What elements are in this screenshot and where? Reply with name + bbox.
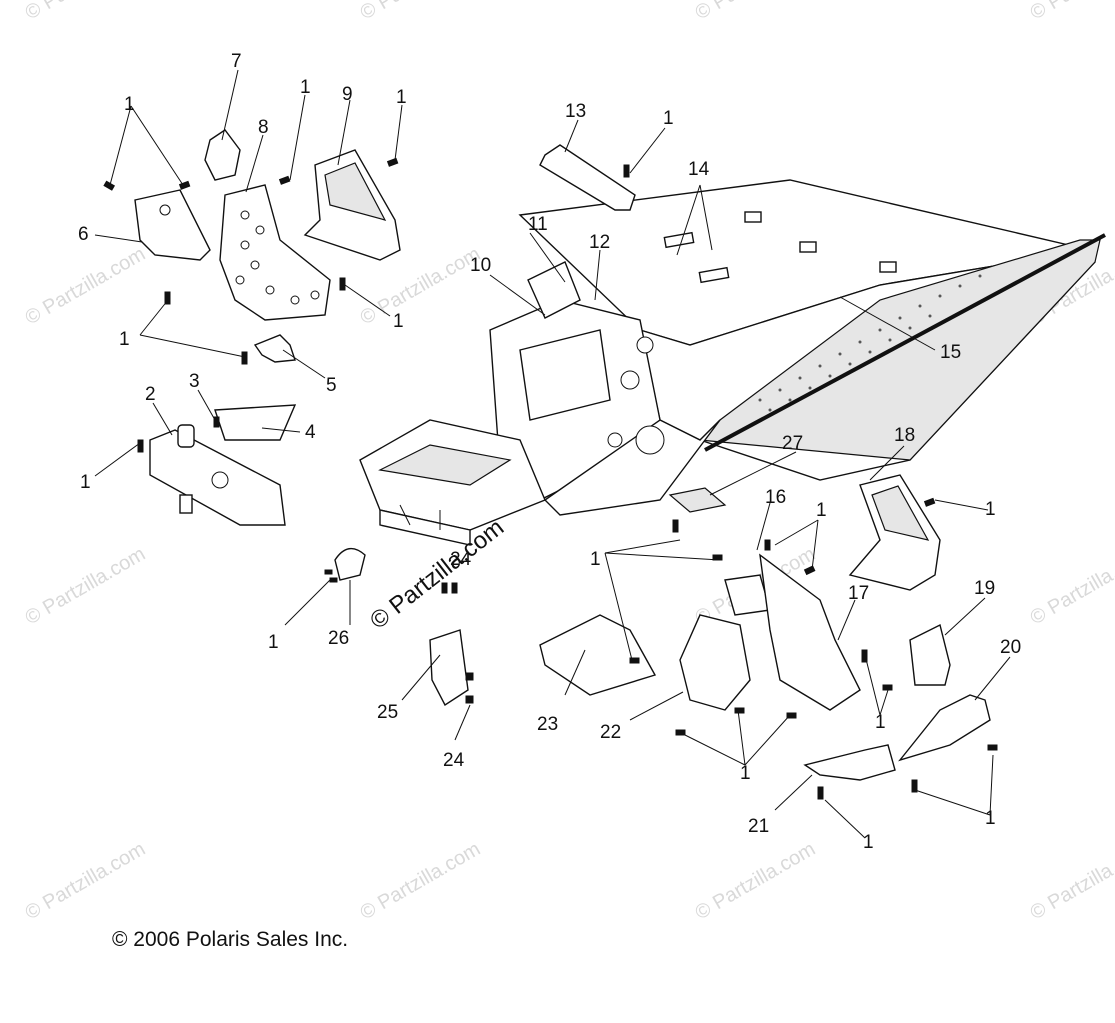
callout-20: 20: [1000, 637, 1021, 658]
callout-6: 6: [78, 224, 89, 245]
watermark: © Partzilla.com: [22, 543, 150, 629]
watermark: © Partzilla.com: [357, 0, 485, 24]
callout-22: 22: [600, 722, 621, 743]
part-6: [134, 189, 211, 261]
callout-1: 1: [985, 499, 996, 520]
callout-3: 3: [189, 371, 200, 392]
callout-4: 4: [305, 422, 316, 443]
callout-1: 1: [80, 472, 91, 493]
part-2: [149, 424, 286, 526]
chassis-frame: [359, 179, 1106, 546]
callout-21: 21: [748, 816, 769, 837]
part-5: [253, 334, 296, 363]
callout-labels: 1 7 8 1 9 1 6 1 1 5 2 3 4 1 13 1 14 11 1…: [78, 51, 1021, 853]
copyright-notice: © 2006 Polaris Sales Inc.: [112, 928, 349, 951]
callout-12: 12: [589, 232, 610, 253]
callout-24: 24: [450, 549, 472, 570]
part-21: [803, 744, 896, 781]
callout-5: 5: [326, 375, 337, 396]
part-11: [527, 261, 581, 319]
callout-16: 16: [765, 487, 786, 508]
watermark: © Partzilla.com: [22, 838, 150, 924]
part-22: [679, 614, 751, 711]
callout-1: 1: [300, 77, 311, 98]
callout-1: 1: [663, 108, 674, 129]
watermark: © Partzilla.com: [22, 0, 150, 24]
part-23: [539, 614, 657, 696]
fasteners: [103, 157, 998, 800]
callout-26: 26: [328, 628, 349, 649]
callout-2: 2: [145, 384, 156, 405]
part-19: [909, 623, 951, 686]
callout-13: 13: [565, 101, 586, 122]
callout-25: 25: [377, 702, 398, 723]
part-9: [303, 149, 401, 261]
watermark: © Partzilla.com: [1027, 543, 1115, 629]
callout-1: 1: [396, 87, 407, 108]
callout-9: 9: [342, 84, 353, 105]
part-18: [848, 474, 941, 591]
callout-1: 1: [268, 632, 279, 653]
callout-27: 27: [782, 433, 803, 454]
callout-1: 1: [816, 500, 827, 521]
callout-1: 1: [590, 549, 601, 570]
callout-24: 24: [443, 750, 465, 771]
callout-8: 8: [258, 117, 269, 138]
callout-7: 7: [231, 51, 242, 72]
leader-lines: [94, 69, 1011, 839]
callout-1: 1: [124, 94, 135, 115]
part-25: [429, 629, 469, 707]
part-26: [334, 547, 366, 581]
callout-1: 1: [985, 808, 996, 829]
part-20: [898, 694, 991, 762]
callout-15: 15: [940, 342, 961, 363]
callout-1: 1: [393, 311, 404, 332]
callout-17: 17: [848, 583, 869, 604]
watermark: © Partzilla.com: [1027, 838, 1115, 924]
watermark: © Partzilla.com: [1027, 0, 1115, 24]
callout-1: 1: [119, 329, 130, 350]
callout-10: 10: [470, 255, 491, 276]
part-13: [539, 144, 636, 211]
callout-23: 23: [537, 714, 558, 735]
watermark: © Partzilla.com: [22, 243, 150, 329]
part-8: [219, 184, 331, 321]
callout-11: 11: [528, 214, 548, 235]
callout-1: 1: [875, 712, 886, 733]
watermark: © Partzilla.com: [692, 0, 820, 24]
watermark: © Partzilla.com: [357, 838, 485, 924]
watermark: © Partzilla.com: [692, 838, 820, 924]
part-4: [214, 404, 297, 441]
part-17: [759, 553, 861, 711]
callout-18: 18: [894, 425, 915, 446]
callout-1: 1: [740, 763, 751, 784]
callout-1: 1: [863, 832, 874, 853]
part-7: [204, 129, 241, 181]
callout-19: 19: [974, 578, 995, 599]
callout-14: 14: [688, 159, 710, 180]
